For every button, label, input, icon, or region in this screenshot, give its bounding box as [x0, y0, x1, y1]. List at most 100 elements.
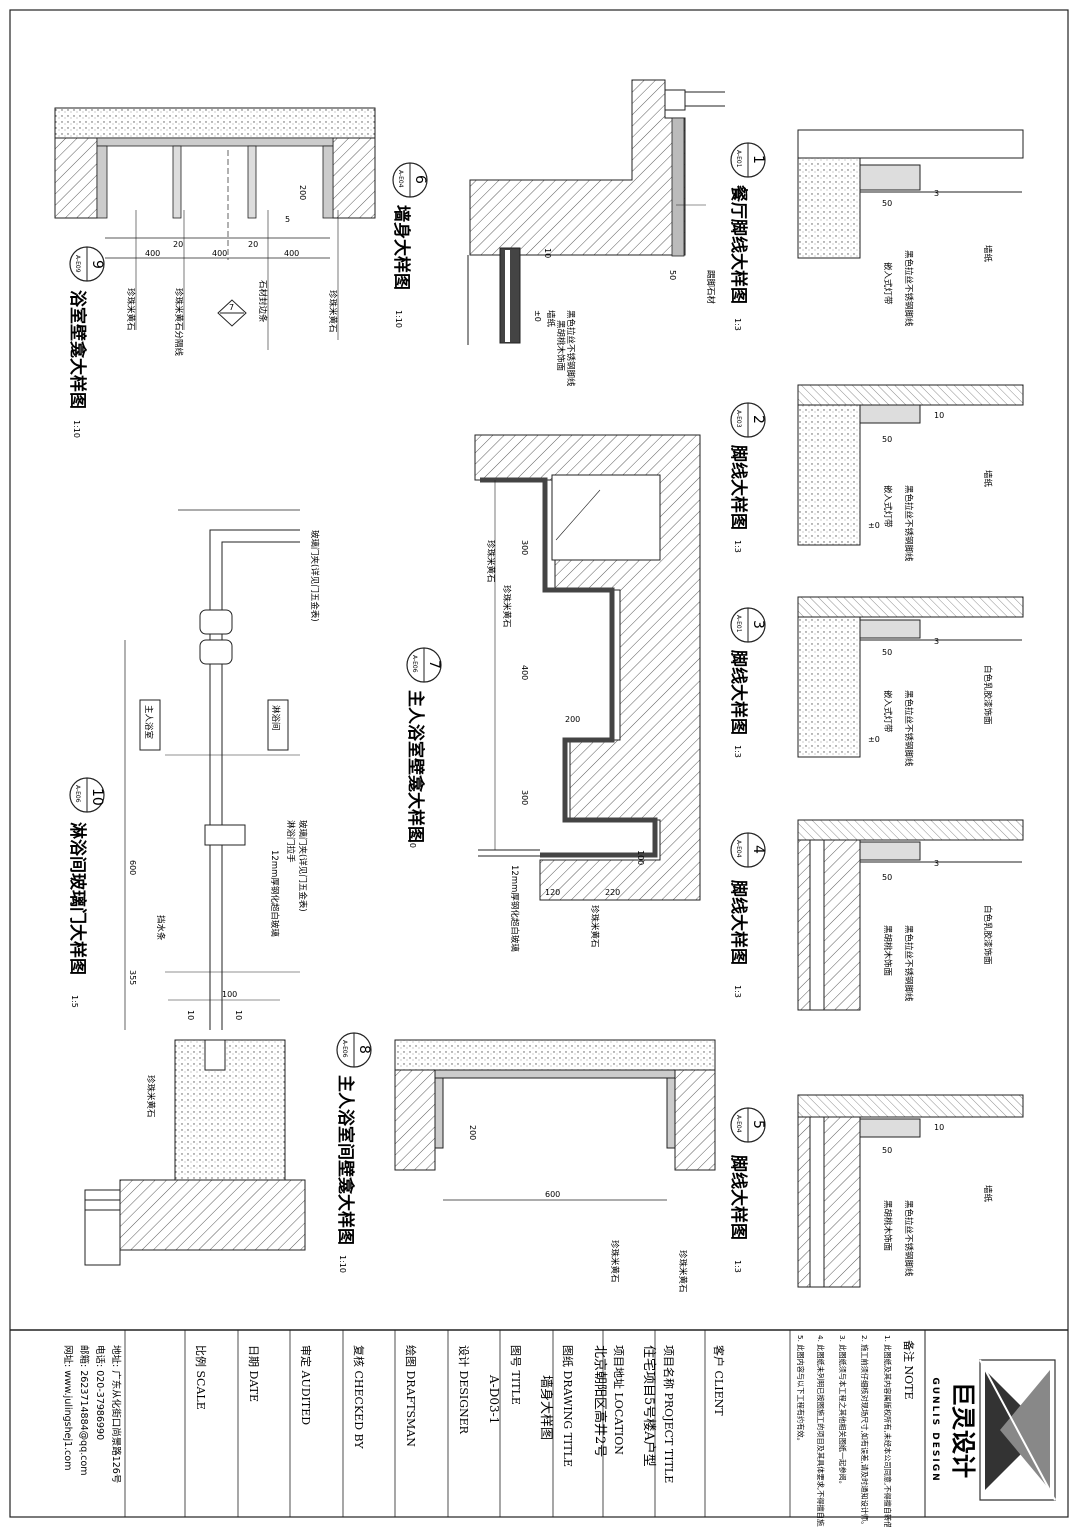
dim-label: 100	[222, 990, 237, 999]
title-block: 巨灵设计 GUNLIS DESIGN 备注 NOTE 1. 此图纸及其内容属版权…	[10, 1329, 1068, 1527]
leader-note: 黑色拉丝不锈钢脚线	[903, 250, 914, 327]
dim-label: 355	[128, 970, 137, 985]
drawing-title-label: 图纸 DRAWING TITLE	[561, 1345, 574, 1467]
leader-note: 嵌入式灯带	[882, 485, 893, 528]
detail-scale: 1:10	[394, 310, 403, 328]
leader-note: 珍珠米黄石	[145, 1075, 156, 1118]
leader-note: 珍珠米黄石	[609, 1240, 620, 1283]
dim-label: 200	[298, 185, 307, 200]
detail-9: 400 400 400 20 20 200 5 7 珍珠米黄石 珍珠米黄石分隔线…	[54, 107, 376, 438]
detail-number: 2	[750, 415, 766, 424]
detail-number: 1	[750, 155, 766, 164]
leader-note: 黑色拉丝不锈钢脚线	[903, 690, 914, 767]
leader-note: 嵌入式灯带	[882, 262, 893, 305]
dim-label: 200	[468, 1125, 477, 1140]
detail-5: 50 10 黑色拉丝不锈钢脚线 黑胡桃木饰面 墙纸 5 A-E04 脚线大样图 …	[728, 1094, 1024, 1288]
project-title-label: 项目名称 PROJECT TITLE	[662, 1345, 676, 1483]
leader-note: 珍珠米黄石	[677, 1250, 688, 1293]
company-brand-en: GUNLIS DESIGN	[930, 1377, 940, 1482]
detail-3: 50 3 ±0 黑色拉丝不锈钢脚线 嵌入式灯带 白色乳胶漆饰面 3 A-E01 …	[728, 596, 1024, 767]
date-label: 日期 DATE	[247, 1345, 260, 1402]
detail-scale: 1:3	[733, 540, 742, 553]
detail-7: 300 400 200 300 120 220 100 珍珠米黄石 珍珠米黄石 …	[405, 434, 701, 952]
section-tag: 7 A-E06	[406, 647, 442, 683]
dim-label: 300	[520, 790, 529, 805]
detail-4: 50 3 黑色拉丝不锈钢脚线 黑胡桃木饰面 白色乳胶漆饰面 4 A-E04 脚线…	[728, 819, 1024, 1011]
detail-ref: A-E06	[341, 1040, 348, 1058]
detail-scale: 1:5	[70, 995, 79, 1008]
leader-note: 黑胡桃木饰面	[882, 1200, 893, 1252]
leader-note: 黑胡桃木饰面	[882, 925, 893, 977]
dim-label: 120	[545, 888, 560, 897]
section-tag: 1 A-E01	[730, 142, 766, 178]
leader-note: 12mm厚钢化超白玻璃	[269, 850, 280, 937]
dim-label: 10	[234, 1010, 243, 1020]
dim-label: 400	[145, 249, 160, 258]
dim-label: 220	[605, 888, 620, 897]
company-brand-cn: 巨灵设计	[949, 1382, 977, 1478]
section-tag: 10 A-E06	[69, 777, 105, 813]
leader-note: 黑色拉丝不锈钢脚线	[903, 1200, 914, 1277]
section-tag: 3 A-E01	[730, 607, 766, 643]
dim-label: 600	[128, 860, 137, 875]
location-value: 北京朝阳区高井2号	[592, 1345, 608, 1457]
detail-ref: A-E04	[397, 170, 404, 188]
detail-2: 50 10 ±0 黑色拉丝不锈钢脚线 嵌入式灯带 墙纸 2 A-E03 脚线大样…	[728, 384, 1024, 562]
dim-label: 50	[882, 648, 892, 657]
leader-note: 白色乳胶漆饰面	[982, 905, 993, 965]
location-label: 项目地址 LOCATION	[612, 1345, 626, 1455]
detail-scale: 1:3	[733, 1260, 742, 1273]
dim-label: 20	[248, 240, 258, 249]
dim-label: 50	[882, 873, 892, 882]
detail-number: 8	[356, 1045, 372, 1054]
dim-label: 10	[934, 411, 944, 420]
dim-label: 50	[668, 270, 677, 280]
client-label: 客户 CLIENT	[712, 1345, 726, 1416]
leader-note: 玻璃门夹(详见门五金表)	[309, 530, 320, 622]
leader-note: 珍珠米黄石	[125, 288, 136, 331]
dim-label: 400	[284, 249, 299, 258]
note-item: 1. 此图纸及其内容属版权所有,未经本公司同意,不得擅自转借他人使用。	[883, 1335, 892, 1527]
detail-scale: 1:10	[72, 420, 81, 438]
leader-note: 白色乳胶漆饰面	[982, 665, 993, 725]
company-logo: 巨灵设计 GUNLIS DESIGN	[930, 1359, 1056, 1501]
detail-10: 600 355 100 10 10 主人浴室 淋浴间 玻璃门夹(详见门五金表) …	[67, 509, 320, 1266]
dim-label: ±0	[533, 310, 542, 322]
detail-ref: A-E01	[735, 150, 742, 168]
leader-note: 踢脚石材	[705, 270, 716, 305]
detail-title: 墙身大样图	[391, 205, 412, 290]
note-item: 4. 此图纸未列明已按图施工的项目及其具体要求,不得擅自施工。	[816, 1335, 825, 1527]
detail-title: 餐厅脚线大样图	[728, 185, 749, 304]
drawing-no-value: A-D03-1	[487, 1374, 501, 1424]
dim-label: 3	[934, 189, 939, 198]
note-item: 2. 施工前须仔细核对现场尺寸,如有误差,请及时通知设计师。	[860, 1335, 869, 1527]
section-tag: 6 A-E04	[392, 162, 428, 198]
detail-ref: A-E01	[735, 615, 742, 633]
company-address: 地址: 广东从化街口尚景路126号	[110, 1345, 122, 1483]
detail-title: 脚线大样图	[728, 1155, 749, 1240]
leader-note: 墙纸	[982, 1185, 993, 1203]
drawing-no-label: 图号 TITLE	[509, 1345, 522, 1405]
leader-note: 黑色拉丝不锈钢脚线	[565, 310, 576, 387]
drawing-title-value: 墙身大样图	[538, 1375, 554, 1440]
detail-title: 浴室壁龛大样图	[67, 290, 88, 409]
company-email: 邮箱: 2623714884@qq.com	[78, 1345, 90, 1476]
dim-label: 50	[882, 435, 892, 444]
detail-ref: A-E06	[74, 785, 81, 803]
leader-note: 珍珠米黄石	[485, 540, 496, 583]
detail-scale: 1:3	[733, 745, 742, 758]
dim-label: 20	[173, 240, 183, 249]
detail-scale: 1:3	[733, 985, 742, 998]
leader-note: 玻璃门夹(详见门五金表)	[297, 820, 308, 912]
detail-number: 6	[412, 175, 428, 184]
detail-title: 脚线大样图	[728, 445, 749, 530]
dim-label: 200	[565, 715, 580, 724]
detail-title: 脚线大样图	[728, 650, 749, 735]
detail-number: 3	[750, 620, 766, 629]
detail-scale: 1:10	[408, 830, 417, 848]
detail-number: 9	[89, 260, 105, 269]
detail-ref: A-E03	[735, 410, 742, 428]
leader-note: 12mm厚钢化超白玻璃	[509, 865, 520, 952]
leader-note: 黑色拉丝不锈钢脚线	[903, 925, 914, 1002]
